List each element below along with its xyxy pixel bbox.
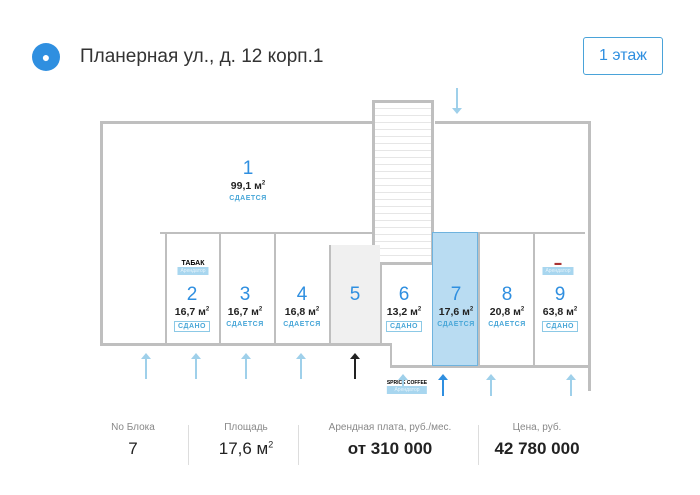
info-value: 42 780 000 [494,439,580,458]
divider [188,425,189,465]
wall [435,232,585,234]
unit-number[interactable]: 5 [349,284,361,305]
info-price: Цена, руб. 42 780 000 [467,422,607,459]
info-label: Цена, руб. [512,422,562,433]
info-rent: Арендная плата, руб./мес. от 310 000 [300,422,480,459]
unit-number[interactable]: 9 [554,284,566,305]
unit-area: 99,1 м2 [230,180,266,192]
unit-status: СДАЕТСЯ [229,195,267,202]
unit-area: 16,7 м2 [174,306,210,318]
info-label: Арендная плата, руб./мес. [328,422,452,433]
unit-number[interactable]: 2 [186,284,198,305]
wall [274,232,276,343]
unit-area: 16,7 м2 [227,306,263,318]
wall [588,121,591,391]
unit-number[interactable]: 3 [239,284,251,305]
entrance-arrow-icon [350,353,360,379]
divider [298,425,299,465]
floor-selector-button[interactable]: 1 этаж [583,37,663,75]
wall [100,343,390,346]
wall [390,343,392,367]
unit-number[interactable]: 6 [398,284,410,305]
wall [100,121,103,346]
unit-area: 20,8 м2 [489,306,525,318]
wall [165,232,167,343]
unit-number[interactable]: 4 [296,284,308,305]
entrance-arrow-icon [398,374,408,386]
stairwell [372,100,434,265]
address-title: Планерная ул., д. 12 корп.1 [80,46,324,67]
info-label: No Блока [111,422,155,433]
unit-status: СДАЕТСЯ [283,321,321,328]
entrance-arrow-icon [191,353,201,379]
wall [478,232,480,366]
entrance-arrow-icon [438,374,448,396]
entrance-arrow-icon [486,374,496,396]
info-value: от 310 000 [347,439,433,458]
entrance-arrow-icon [141,353,151,379]
entrance-arrow-icon [566,374,576,396]
unit-number[interactable]: 8 [501,284,513,305]
info-value: 7 [128,439,138,458]
unit-area: 63,8 м2 [542,306,578,318]
unit-5-area[interactable] [330,245,380,343]
unit-status: СДАНО [385,321,423,332]
divider [478,425,479,465]
unit-number[interactable]: 7 [450,284,462,305]
entrance-arrow-icon [241,353,251,379]
wall [390,365,590,368]
unit-number: 1 [242,158,254,179]
map-pin-icon: ● [32,43,60,71]
unit-status: СДАНО [173,321,211,332]
entrance-arrow-icon [456,88,458,110]
unit-status: СДАЕТСЯ [437,321,475,328]
unit-area: 13,2 м2 [386,306,422,318]
info-area: Площадь 17,6 м2 [176,422,316,459]
wall [160,232,372,234]
unit-status: СДАЕТСЯ [488,321,526,328]
wall [533,232,535,366]
unit-status: СДАНО [541,321,579,332]
info-block-number: No Блока 7 [63,422,203,459]
entrance-arrow-icon [296,353,306,379]
unit-status: СДАЕТСЯ [226,321,264,328]
tenant-shop-label: ▬Арендатор [542,260,574,275]
unit-7-highlight[interactable] [432,232,478,366]
wall [329,245,331,343]
wall [380,265,382,343]
wall [100,121,372,124]
unit-area: 17,6 м2 [438,306,474,318]
wall [219,232,221,343]
info-label: Площадь [224,422,268,433]
wall [435,121,590,124]
unit-area: 16,8 м2 [284,306,320,318]
info-value: 17,6 м2 [218,439,274,458]
